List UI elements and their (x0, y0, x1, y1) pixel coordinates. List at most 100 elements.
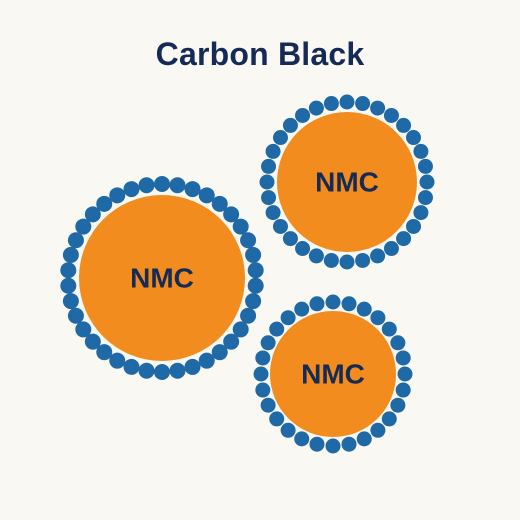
carbon-black-particle (123, 358, 140, 375)
carbon-black-coating (259, 94, 435, 270)
carbon-black-particle (84, 206, 101, 223)
particle-nmc-left: NMC (60, 176, 264, 380)
carbon-black-particle (154, 364, 170, 380)
carbon-black-particle (223, 206, 240, 223)
carbon-black-particle (355, 252, 371, 268)
carbon-black-particle (96, 344, 113, 361)
nmc-core (79, 195, 245, 361)
particle-nmc-bottom-right: NMC (253, 294, 413, 454)
carbon-black-particle (269, 411, 285, 427)
carbon-black-particle (341, 296, 357, 312)
carbon-black-particle (370, 100, 386, 116)
carbon-black-coating (60, 176, 264, 380)
carbon-black-particle (325, 438, 341, 454)
carbon-black-particle (184, 181, 201, 198)
carbon-black-particle (272, 130, 288, 146)
carbon-black-particle (390, 397, 406, 413)
carbon-black-particle (413, 143, 429, 159)
carbon-black-particle (308, 100, 324, 116)
carbon-black-particle (370, 248, 386, 264)
carbon-black-particle (383, 241, 399, 257)
carbon-black-particle (232, 321, 249, 338)
carbon-black-particle (308, 248, 324, 264)
carbon-black-particle (295, 241, 311, 257)
carbon-black-particle (339, 94, 355, 110)
carbon-black-particle (390, 335, 406, 351)
carbon-black-particle (417, 190, 433, 206)
carbon-black-particle (96, 195, 113, 212)
carbon-black-particle (413, 205, 429, 221)
carbon-black-particle (240, 232, 257, 249)
carbon-black-particle (240, 307, 257, 324)
carbon-black-particle (370, 310, 386, 326)
nmc-core (277, 112, 417, 252)
carbon-black-particle (395, 350, 411, 366)
carbon-black-particle (383, 107, 399, 123)
carbon-black-particle (356, 431, 372, 447)
carbon-black-particle (397, 366, 413, 382)
carbon-black-particle (265, 143, 281, 159)
carbon-black-coating (253, 294, 413, 454)
carbon-black-particle (381, 321, 397, 337)
carbon-black-particle (255, 350, 271, 366)
carbon-black-particle (396, 117, 412, 133)
carbon-black-particle (184, 358, 201, 375)
particle-label: NMC (315, 167, 379, 198)
carbon-black-particle (406, 130, 422, 146)
carbon-black-particle (255, 382, 271, 398)
carbon-black-particle (325, 294, 341, 310)
carbon-black-particle (169, 177, 186, 194)
carbon-black-particle (109, 187, 126, 204)
carbon-black-particle (419, 174, 435, 190)
carbon-black-particle (341, 436, 357, 452)
carbon-black-particle (211, 195, 228, 212)
carbon-black-particle (232, 218, 249, 235)
carbon-black-particle (67, 307, 84, 324)
carbon-black-particle (253, 366, 269, 382)
carbon-black-particle (223, 333, 240, 350)
carbon-black-particle (84, 333, 101, 350)
carbon-black-particle (323, 96, 339, 112)
carbon-black-particle (265, 205, 281, 221)
carbon-black-particle (280, 310, 296, 326)
carbon-black-particle (123, 181, 140, 198)
carbon-black-particle (282, 231, 298, 247)
carbon-black-particle (309, 436, 325, 452)
carbon-black-particle (417, 158, 433, 174)
carbon-black-particle (62, 246, 79, 263)
diagram-title: Carbon Black (155, 36, 365, 72)
carbon-black-particle (294, 431, 310, 447)
particle-nmc-top-right: NMC (259, 94, 435, 270)
carbon-black-particle (75, 321, 92, 338)
carbon-black-particle (60, 262, 77, 279)
carbon-black-particle (60, 277, 77, 294)
carbon-black-particle (269, 321, 285, 337)
carbon-black-particle (260, 335, 276, 351)
particle-label: NMC (130, 263, 194, 294)
carbon-black-particle (339, 254, 355, 270)
carbon-black-particle (260, 397, 276, 413)
carbon-black-particle (309, 296, 325, 312)
carbon-black-particle (356, 301, 372, 317)
carbon-black-particle (295, 107, 311, 123)
carbon-black-particle (261, 190, 277, 206)
carbon-black-particle (396, 231, 412, 247)
carbon-black-particle (294, 301, 310, 317)
particle-label: NMC (301, 359, 365, 390)
carbon-black-particle (138, 362, 155, 379)
carbon-black-particle (259, 174, 275, 190)
carbon-black-particle (67, 232, 84, 249)
carbon-black-particle (245, 293, 262, 310)
carbon-black-particle (247, 277, 264, 294)
carbon-black-particle (198, 352, 215, 369)
carbon-black-particle (198, 187, 215, 204)
carbon-black-particle (138, 177, 155, 194)
carbon-black-particle (211, 344, 228, 361)
carbon-black-particle (395, 382, 411, 398)
carbon-black-particle (247, 262, 264, 279)
carbon-black-particle (109, 352, 126, 369)
carbon-black-particle (261, 158, 277, 174)
carbon-black-particle (272, 218, 288, 234)
carbon-black-particle (62, 293, 79, 310)
